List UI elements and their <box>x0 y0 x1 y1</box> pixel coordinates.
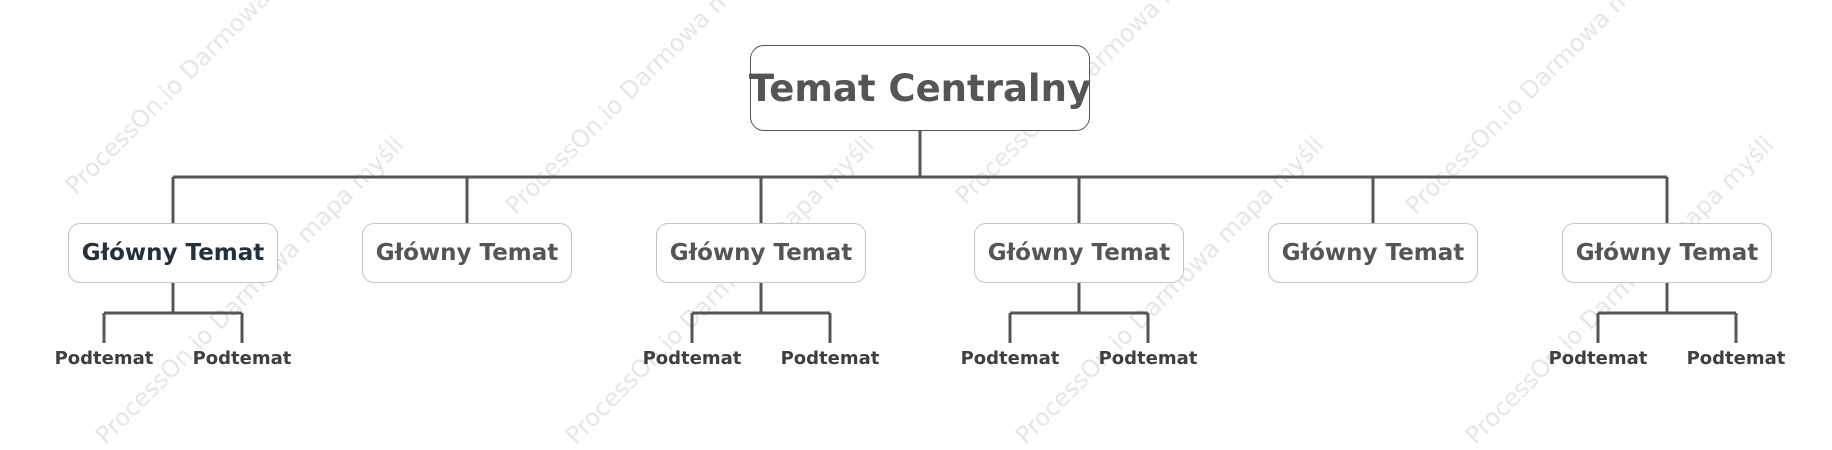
main-topic-1[interactable]: Główny Temat <box>68 223 278 283</box>
main-topic-5[interactable]: Główny Temat <box>1268 223 1478 283</box>
subtopic[interactable]: Podtemat <box>1686 347 1786 369</box>
subtopic[interactable]: Podtemat <box>960 347 1060 369</box>
main-topic-6[interactable]: Główny Temat <box>1562 223 1772 283</box>
main-topic-4[interactable]: Główny Temat <box>974 223 1184 283</box>
subtopic[interactable]: Podtemat <box>642 347 742 369</box>
subtopic[interactable]: Podtemat <box>1548 347 1648 369</box>
subtopic[interactable]: Podtemat <box>1098 347 1198 369</box>
connector-lines <box>102 131 1738 343</box>
central-topic[interactable]: Temat Centralny <box>749 45 1091 131</box>
subtopic[interactable]: Podtemat <box>54 347 154 369</box>
mind-map-canvas: ProcessOn.io Darmowa mapa myśli ProcessO… <box>54 0 1786 450</box>
subtopic[interactable]: Podtemat <box>780 347 880 369</box>
subtopic[interactable]: Podtemat <box>192 347 292 369</box>
main-topic-2[interactable]: Główny Temat <box>362 223 572 283</box>
main-topic-3[interactable]: Główny Temat <box>656 223 866 283</box>
